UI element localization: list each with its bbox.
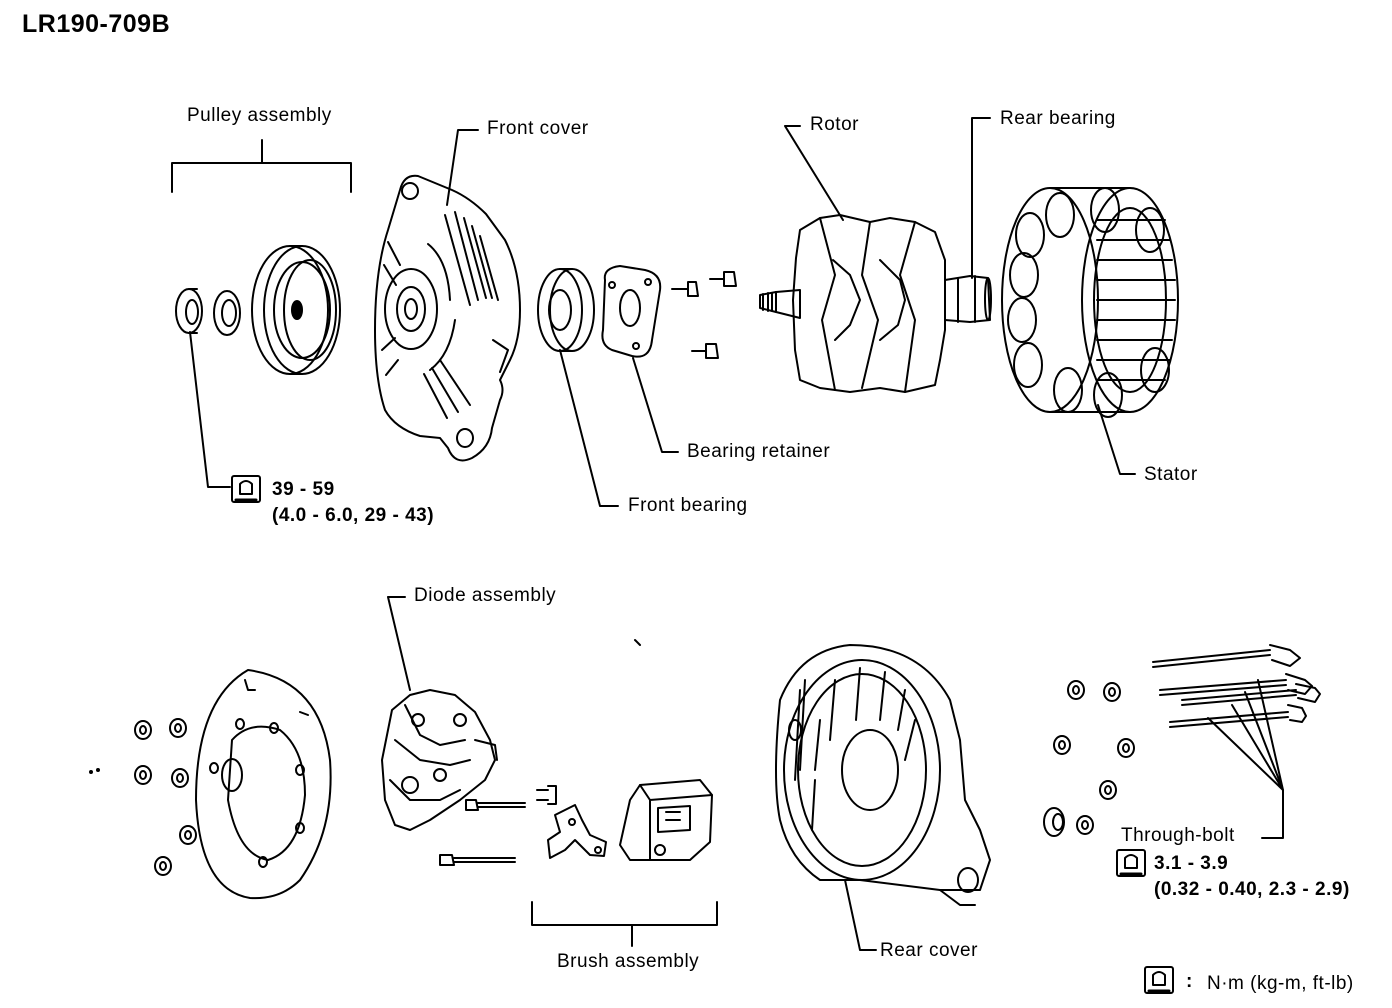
front-cover-leader <box>446 129 479 206</box>
label-rear-cover: Rear cover <box>880 940 978 961</box>
front-bearing <box>537 268 595 352</box>
front-bearing-leader <box>559 349 619 507</box>
label-bearing-retainer: Bearing retainer <box>687 441 831 462</box>
figure-id: LR190-709B <box>22 10 171 38</box>
label-stator: Stator <box>1144 464 1198 485</box>
stator <box>1001 187 1179 418</box>
pulley-torque-alt-units: (4.0 - 6.0, 29 - 43) <box>272 505 435 526</box>
pulley-torque-value: 39 - 59 <box>272 479 335 500</box>
rear-nuts-left <box>134 718 197 876</box>
bearing-retainer-leader <box>632 357 679 453</box>
front-cover <box>374 174 521 462</box>
legend-separator: : <box>1186 971 1193 992</box>
label-front-cover: Front cover <box>487 118 589 139</box>
pulley <box>251 245 341 375</box>
pulley-nut <box>175 288 203 334</box>
through-bolts <box>1152 644 1321 839</box>
pulley-spacer <box>213 290 241 336</box>
label-rear-bearing: Rear bearing <box>1000 108 1116 129</box>
diode-assembly-leader <box>387 596 411 691</box>
rear-cover-leader <box>844 879 877 951</box>
label-diode-assembly: Diode assembly <box>414 585 557 606</box>
rear-bearing-leader <box>971 117 991 279</box>
stator-leader <box>1097 404 1136 475</box>
diode-bolts <box>439 785 557 866</box>
label-through-bolt: Through-bolt <box>1121 825 1235 846</box>
rear-cover-plate <box>195 669 332 900</box>
rear-nuts-right <box>1043 680 1135 837</box>
torque-wrench-icon <box>1144 966 1174 994</box>
through-bolt-torque-value: 3.1 - 3.9 <box>1154 853 1229 874</box>
label-front-bearing: Front bearing <box>628 495 748 516</box>
retainer-screws <box>671 271 737 359</box>
torque-wrench-icon <box>1116 849 1146 877</box>
through-bolt-torque-alt-units: (0.32 - 0.40, 2.3 - 2.9) <box>1154 879 1350 900</box>
pulley-nut-torque-leader <box>189 331 231 488</box>
label-rotor: Rotor <box>810 114 859 135</box>
rotor <box>759 214 992 393</box>
label-pulley-assembly: Pulley assembly <box>187 105 332 126</box>
torque-wrench-icon <box>231 475 261 503</box>
legend-units: N·m (kg-m, ft-lb) <box>1207 973 1354 994</box>
label-brush-assembly: Brush assembly <box>557 951 700 972</box>
rotor-leader <box>784 125 844 221</box>
pulley-assembly-bracket <box>171 139 352 193</box>
rear-cover <box>775 644 991 906</box>
diode-assembly <box>381 689 498 831</box>
brush-terminal-plate <box>547 804 607 859</box>
brush-holder <box>619 639 713 861</box>
brush-assembly-bracket <box>531 901 718 947</box>
bearing-retainer <box>601 265 662 358</box>
